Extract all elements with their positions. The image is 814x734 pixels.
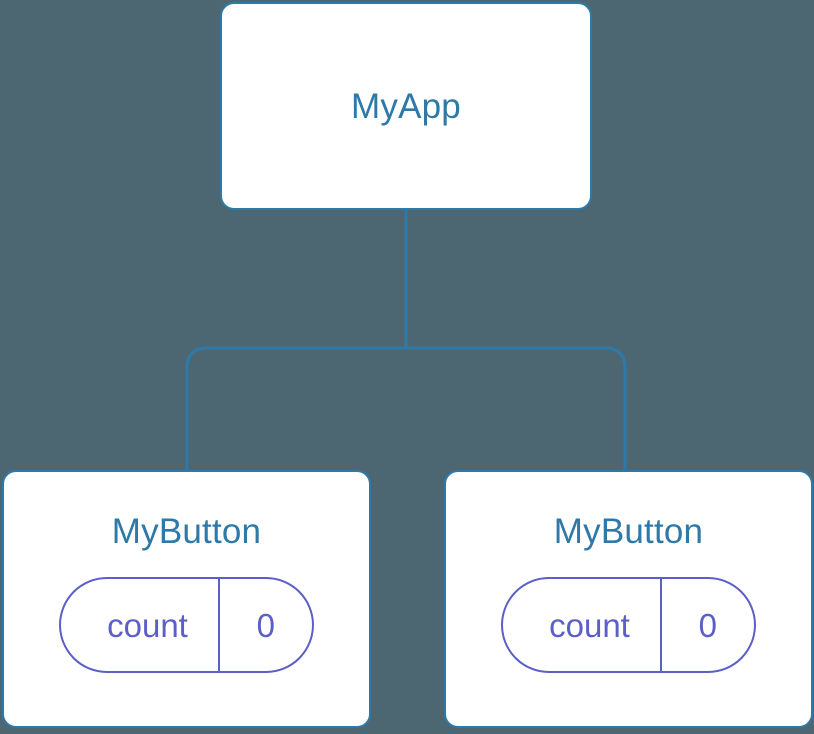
tree-node-mybutton-2[interactable]: MyButton count 0 (444, 470, 813, 728)
link-to-left-child (185, 346, 406, 472)
tree-node-myapp[interactable]: MyApp (220, 2, 592, 210)
tree-node-mybutton-1[interactable]: MyButton count 0 (2, 470, 371, 728)
state-pill[interactable]: count 0 (59, 577, 314, 673)
state-pill[interactable]: count 0 (501, 577, 756, 673)
state-value[interactable]: 0 (217, 579, 312, 671)
node-title: MyButton (553, 512, 704, 551)
node-title: MyApp (351, 86, 461, 126)
state-key: count (549, 606, 630, 644)
state-value[interactable]: 0 (659, 579, 754, 671)
state-key: count (107, 606, 188, 644)
link-to-right-child (406, 346, 627, 472)
node-title: MyButton (111, 512, 262, 551)
